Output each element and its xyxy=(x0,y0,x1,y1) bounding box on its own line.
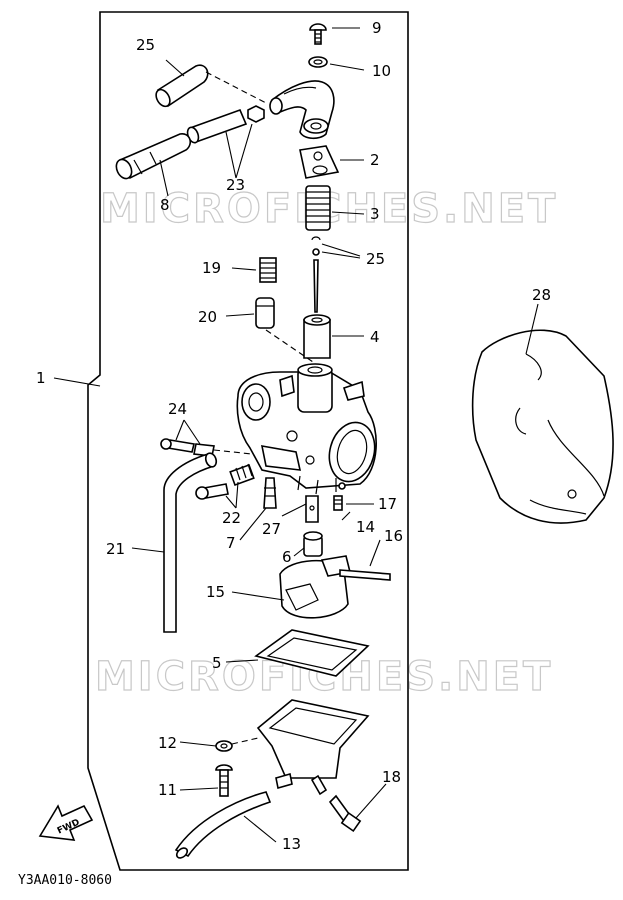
part-19-spring xyxy=(259,257,277,283)
part-6-main-jet xyxy=(303,531,323,557)
drawing-code: Y3AA010-8060 xyxy=(18,873,112,888)
part-4-slide xyxy=(303,314,331,359)
part-5-gasket xyxy=(254,629,370,677)
part-8-boot xyxy=(115,133,192,180)
callout-17: 17 xyxy=(378,495,397,513)
part-15-float xyxy=(279,555,351,619)
callout-5: 5 xyxy=(212,654,222,672)
callout-25-top: 25 xyxy=(136,36,155,54)
part-12-washer xyxy=(215,740,233,752)
callout-labels: 9 10 25 23 8 2 3 25 19 20 4 28 1 24 22 2… xyxy=(36,19,551,853)
callout-19: 19 xyxy=(202,259,221,277)
callout-10: 10 xyxy=(372,62,391,80)
callout-18: 18 xyxy=(382,768,401,786)
assembly-line-25 xyxy=(205,71,269,105)
part-2-plate xyxy=(299,145,340,179)
part-9-screw xyxy=(309,23,327,45)
callout-22: 22 xyxy=(222,509,241,527)
callout-14: 14 xyxy=(356,518,375,536)
callout-1: 1 xyxy=(36,369,46,387)
part-11-screw xyxy=(215,764,233,797)
callout-28: 28 xyxy=(532,286,551,304)
callout-21: 21 xyxy=(106,540,125,558)
part-24-screw xyxy=(160,438,215,457)
callout-20: 20 xyxy=(198,308,217,326)
part-3-spring xyxy=(305,185,331,231)
callout-7: 7 xyxy=(226,534,236,552)
part-18-drain-screw xyxy=(328,794,362,833)
part-21-hose xyxy=(163,452,218,633)
elbow-fitting xyxy=(269,80,335,140)
part-16-float-pin xyxy=(339,569,391,581)
callout-4: 4 xyxy=(370,328,380,346)
callout-2: 2 xyxy=(370,151,380,169)
callout-8: 8 xyxy=(160,196,170,214)
part-14-screw xyxy=(333,495,343,511)
callout-9: 9 xyxy=(372,19,382,37)
assembly-line-24 xyxy=(213,449,253,455)
part-20-screw xyxy=(255,297,275,329)
float-bowl xyxy=(256,699,370,796)
callout-11: 11 xyxy=(158,781,177,799)
callout-27: 27 xyxy=(262,520,281,538)
callout-12: 12 xyxy=(158,734,177,752)
part-28-cover xyxy=(471,329,614,524)
assembly-line-12 xyxy=(231,737,259,745)
callout-23: 23 xyxy=(226,176,245,194)
part-22-screw xyxy=(195,463,255,500)
callout-13: 13 xyxy=(282,835,301,853)
part-25-needle-clip xyxy=(311,236,321,313)
part-7-pilot-jet xyxy=(263,477,277,509)
callout-15: 15 xyxy=(206,583,225,601)
fwd-arrow-icon: FWD xyxy=(38,804,94,841)
callout-6: 6 xyxy=(282,548,292,566)
leader-lines xyxy=(53,27,539,843)
part-10-clip xyxy=(308,56,328,68)
callout-16: 16 xyxy=(384,527,403,545)
assembly-boundary xyxy=(87,11,409,871)
carburetor-body xyxy=(236,363,377,495)
part-13-drain-hose xyxy=(174,791,272,859)
assembly-line-20 xyxy=(265,329,317,365)
callout-25-mid: 25 xyxy=(366,250,385,268)
part-27-jet xyxy=(305,495,319,523)
callout-24: 24 xyxy=(168,400,187,418)
part-25-cap xyxy=(155,64,209,108)
callout-3: 3 xyxy=(370,205,380,223)
part-17-screw xyxy=(338,482,346,490)
